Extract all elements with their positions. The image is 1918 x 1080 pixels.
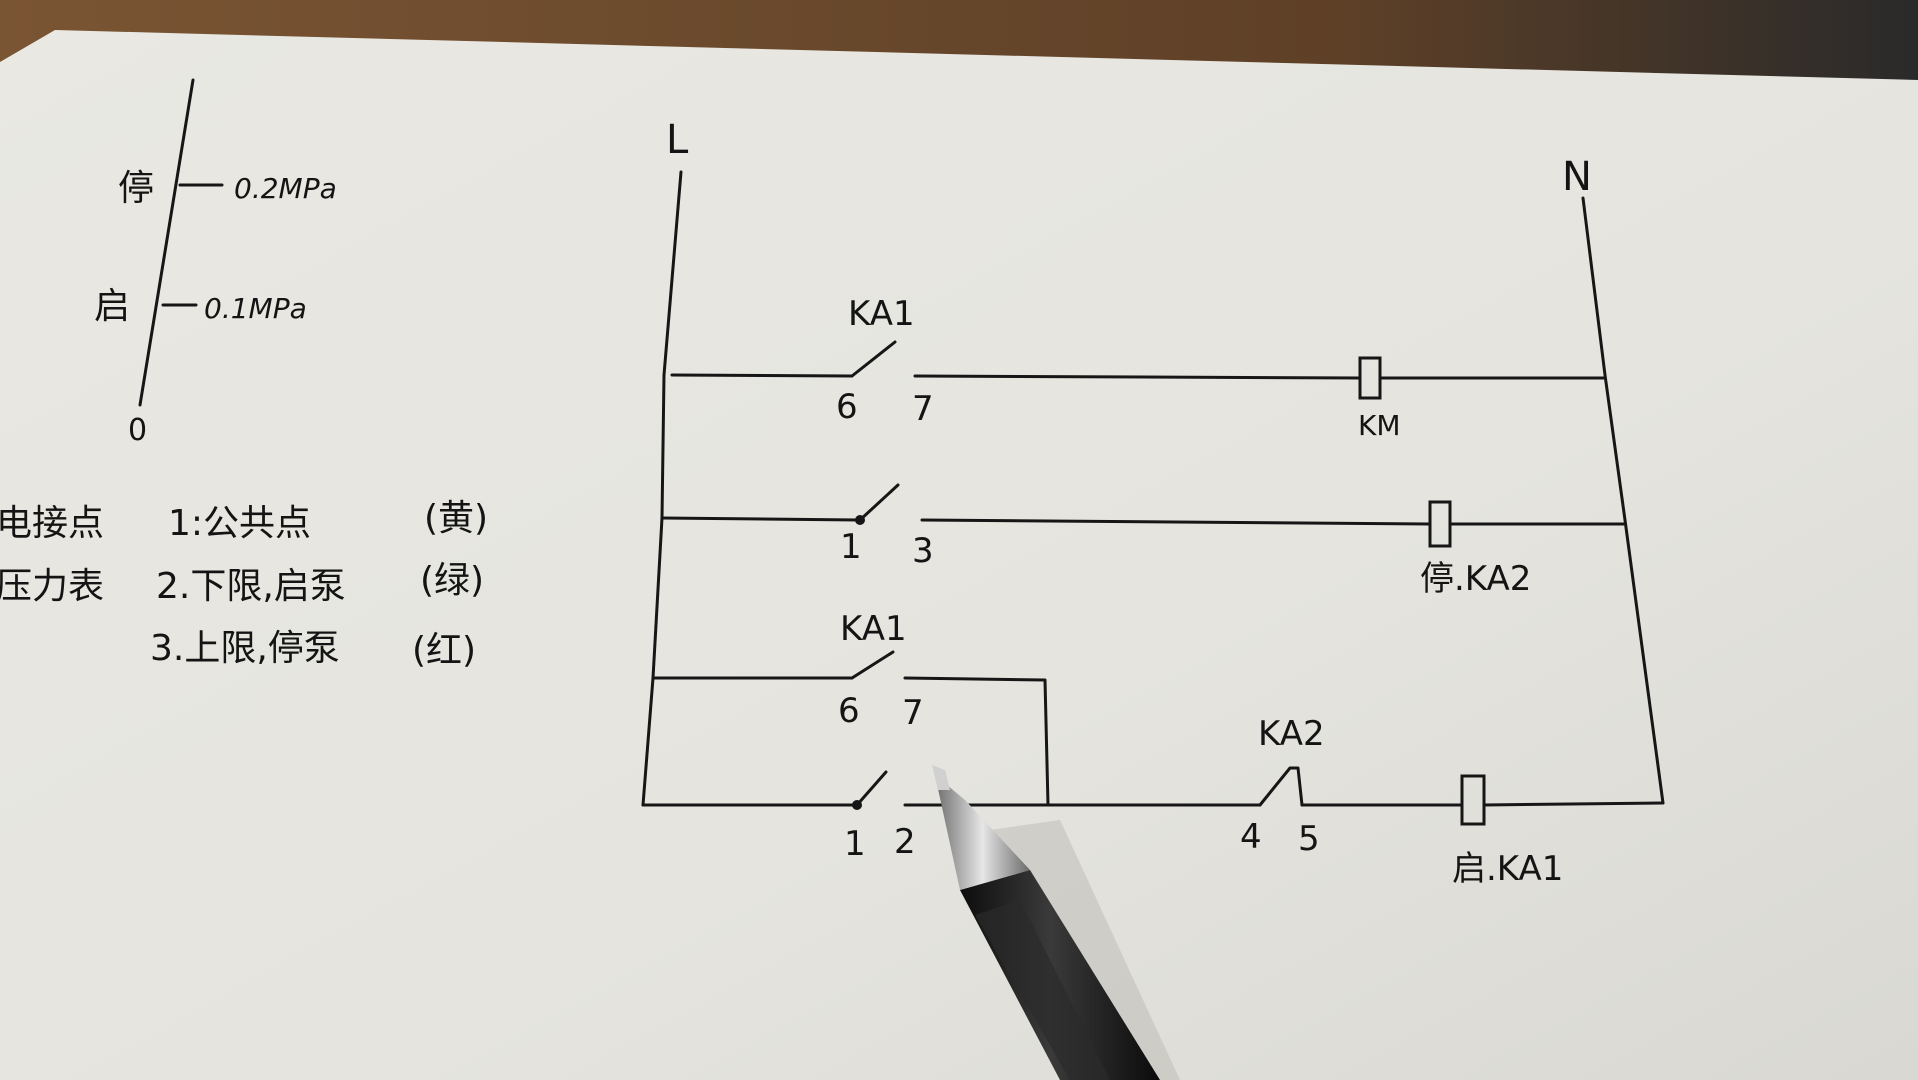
rung-2-wire-left	[660, 516, 860, 522]
rung-3-holding-terminal-right: 7	[902, 693, 924, 733]
legend-prefix-line2: 压力表	[0, 566, 104, 607]
rung-3-nc-terminal-left: 4	[1240, 817, 1262, 857]
rung-3-contact-gauge	[855, 770, 888, 807]
neutral-rail-wire	[1581, 196, 1665, 805]
rung-1: KA1 6 7 KM	[670, 294, 1607, 442]
rung-3-terminal-left: 1	[844, 824, 866, 864]
legend-block: 电接点 压力表 1:公共点 (黄) 2.下限,启泵 (绿) 3.上限,停泵 (红…	[0, 498, 488, 671]
scale-zero-label: 0	[128, 413, 147, 448]
pen-tip-cone	[935, 775, 1030, 890]
legend-prefix-line1: 电接点	[0, 503, 104, 544]
rung-3-wire-coil-n	[1482, 801, 1665, 807]
legend-item-3-color: (红)	[412, 630, 476, 671]
pressure-scale-sketch: 停 0.2MPa 启 0.1MPa 0	[94, 78, 337, 448]
rung-1-coil-label: KM	[1358, 409, 1401, 442]
rung-3-nc-contact-ka2	[1258, 766, 1304, 807]
rung-3-terminal-right: 2	[894, 822, 916, 862]
rung-3-holding-contact-ka1	[850, 650, 895, 680]
rung-2-wire-right	[920, 518, 1432, 526]
rung-1-wire-left	[670, 373, 854, 378]
rung-3-holding-wire-right	[903, 676, 1050, 807]
scale-stop-label: 停	[118, 168, 154, 209]
scale-axis-line	[138, 78, 195, 407]
rung-2-terminal-left: 1	[840, 527, 862, 567]
rung-3-coil-ka1	[1460, 774, 1486, 826]
rung-3: KA1 6 7 KA2 4 5 启.KA1 1 2	[641, 609, 1665, 889]
ladder-circuit: L N KA1 6 7 KM 1 3 停.KA2	[641, 117, 1665, 889]
paper-sheet	[0, 30, 1918, 1080]
rung-3-holding-label: KA1	[840, 609, 907, 649]
rung-2-contact-gauge	[858, 483, 900, 522]
rung-3-nc-terminal-right: 5	[1298, 819, 1320, 859]
legend-item-2-color: (绿)	[420, 560, 484, 601]
legend-item-1-color: (黄)	[424, 498, 488, 539]
rung-2: 1 3 停.KA2	[660, 483, 1627, 599]
rung-1-wire-right	[913, 374, 1362, 380]
pen-grip	[975, 900, 1110, 1080]
neutral-rail-label: N	[1562, 154, 1592, 200]
rung-3-holding-terminal-left: 6	[838, 691, 860, 731]
rung-2-coil-label: 停.KA2	[1420, 559, 1531, 599]
scale-start-value: 0.1MPa	[204, 292, 307, 325]
pen-tip-point	[932, 765, 950, 790]
legend-item-1-text: 1:公共点	[168, 503, 311, 544]
line-rail-wire	[651, 170, 683, 680]
rung-2-terminal-right: 3	[912, 531, 934, 571]
rung-1-terminal-left: 6	[836, 387, 858, 427]
rung-1-contact-label: KA1	[848, 294, 915, 334]
rung-1-terminal-right: 7	[912, 389, 934, 429]
line-rail-label: L	[666, 117, 689, 163]
scale-stop-value: 0.2MPa	[234, 172, 337, 205]
rung-1-contact-ka1	[850, 340, 897, 378]
rung-3-branch-left-vertical	[641, 676, 655, 807]
legend-item-3-text: 3.上限,停泵	[150, 628, 340, 669]
rung-3-coil-label: 启.KA1	[1452, 849, 1563, 889]
scale-start-label: 启	[94, 286, 130, 327]
rung-3-nc-label: KA2	[1258, 714, 1325, 754]
legend-item-2-text: 2.下限,启泵	[156, 566, 346, 607]
pen	[932, 765, 1180, 1080]
